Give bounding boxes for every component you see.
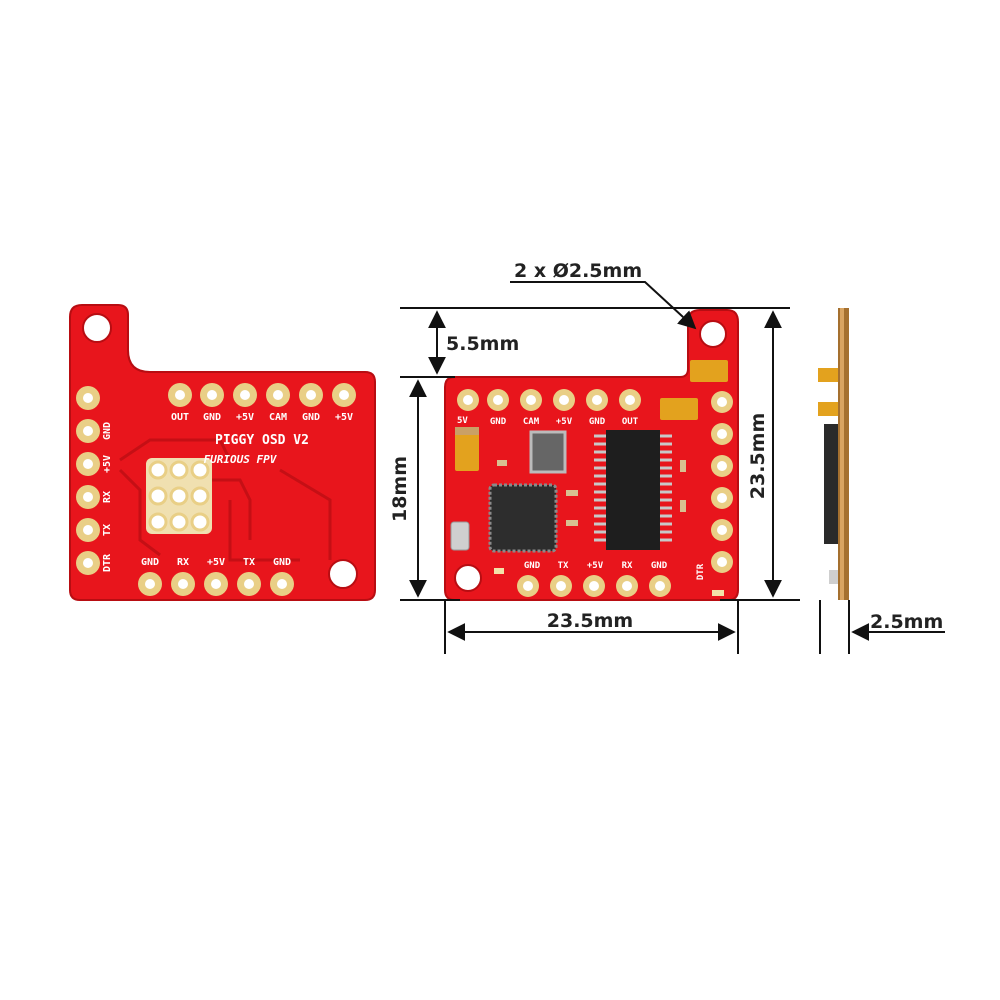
- back-left-pads: [76, 386, 100, 575]
- back-bottom-pin-label: GND: [141, 557, 159, 568]
- back-left-pin-label: +5V: [102, 455, 113, 473]
- front-top-pin-label: GND: [589, 417, 606, 427]
- front-bottom-pin-label: GND: [651, 561, 668, 571]
- total-height-dimension-label: 23.5mm: [747, 413, 769, 499]
- front-right-pin-label: DTR: [696, 563, 706, 580]
- front-bottom-pin-label: RX: [622, 561, 633, 571]
- thickness-dimension-label: 2.5mm: [870, 611, 943, 633]
- back-top-pads: [168, 383, 356, 407]
- back-bottom-pin-label: RX: [177, 557, 189, 568]
- back-top-pin-label: CAM: [269, 412, 287, 423]
- back-mount-hole-bottom: [328, 559, 358, 589]
- offset-dimension-label: 5.5mm: [446, 333, 519, 355]
- front-components: [450, 360, 728, 596]
- front-mount-hole-top: [699, 320, 727, 348]
- front-right-pads: [711, 391, 733, 573]
- back-top-pin-label: GND: [302, 412, 320, 423]
- front-top-pin-labels: 5V GND CAM +5V GND OUT: [457, 416, 639, 427]
- front-top-pin-label: OUT: [622, 417, 639, 427]
- back-left-pin-label: RX: [102, 491, 113, 503]
- back-top-pin-label: +5V: [236, 412, 254, 423]
- back-board-logo: FURIOUS FPV: [204, 453, 278, 466]
- back-bottom-pin-labels: GND RX +5V TX GND: [141, 557, 291, 568]
- back-top-pin-label: +5V: [335, 412, 353, 423]
- dimension-lines: [400, 281, 945, 654]
- front-top-pin-label: 5V: [457, 416, 468, 426]
- back-board-title: PIGGY OSD V2: [215, 433, 309, 448]
- back-top-pin-labels: OUT GND +5V CAM GND +5V: [171, 412, 353, 423]
- front-bottom-pin-label: GND: [524, 561, 541, 571]
- back-center-pad-grid: [146, 458, 212, 534]
- back-top-pin-label: OUT: [171, 412, 189, 423]
- back-left-pin-label: DTR: [102, 553, 113, 572]
- front-board: 5V GND CAM +5V GND OUT DTR GND TX: [444, 309, 739, 601]
- front-bottom-pin-label: TX: [558, 561, 569, 571]
- back-mount-hole-top: [82, 313, 112, 343]
- width-dimension-label: 23.5mm: [547, 610, 633, 632]
- front-top-pads: [457, 389, 641, 411]
- back-left-pin-label: GND: [102, 422, 113, 440]
- hole-diameter-label: 2 x Ø2.5mm: [514, 260, 642, 282]
- back-top-pin-label: GND: [203, 412, 221, 423]
- front-top-pin-label: GND: [490, 417, 507, 427]
- side-view-board: [818, 308, 849, 600]
- front-bottom-pin-label: +5V: [587, 561, 604, 571]
- front-mount-hole-bottom: [454, 564, 482, 592]
- back-board-traces: [118, 438, 332, 562]
- back-bottom-pin-label: TX: [243, 557, 255, 568]
- front-top-pin-label: CAM: [523, 417, 540, 427]
- inner-height-dimension-label: 18mm: [389, 456, 411, 522]
- front-top-pin-label: +5V: [556, 417, 573, 427]
- back-left-pin-label: TX: [102, 524, 113, 536]
- back-left-pin-labels: GND +5V RX TX DTR: [102, 422, 113, 572]
- front-bottom-pads: [517, 575, 671, 597]
- back-bottom-pin-label: GND: [273, 557, 291, 568]
- front-bottom-pin-labels: GND TX +5V RX GND: [524, 561, 668, 571]
- back-bottom-pin-label: +5V: [207, 557, 225, 568]
- back-board: OUT GND +5V CAM GND +5V GND +5V RX TX DT…: [69, 304, 376, 601]
- back-bottom-pads: [138, 572, 294, 596]
